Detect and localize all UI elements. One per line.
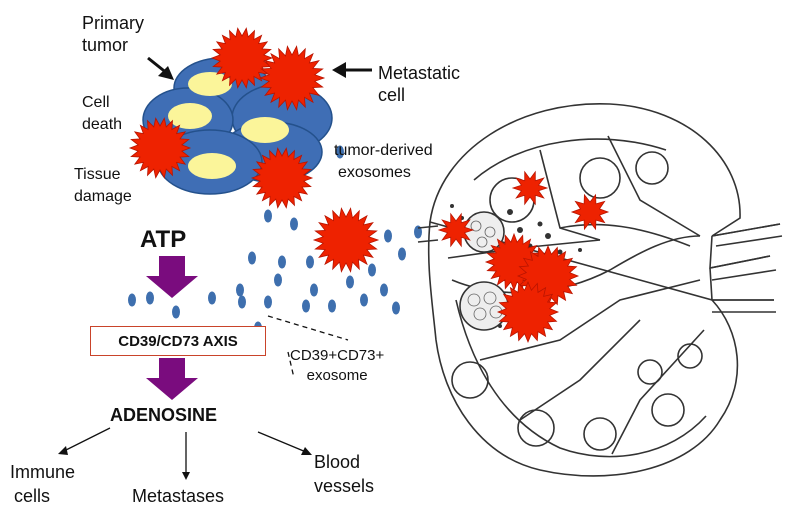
exosome-dot	[392, 301, 400, 315]
primary-tumor-label: Primary tumor	[82, 13, 144, 55]
adenosine-label: ADENOSINE	[110, 405, 218, 425]
blood-vessels-label: Blood vessels	[314, 452, 375, 496]
exosome-dot	[306, 255, 314, 269]
exosome-dot	[346, 275, 354, 289]
tumor-cell-burst	[128, 117, 192, 179]
cell-nucleus	[241, 117, 289, 143]
tissue-damage-label: Tissue damage	[74, 166, 132, 205]
cell-nucleus	[188, 72, 232, 96]
exosome-dot	[208, 291, 216, 305]
cell-nucleus	[168, 103, 212, 129]
lymph-node	[417, 103, 783, 477]
exosome-dot	[336, 145, 344, 159]
node-metastatic-cell-burst	[496, 280, 560, 344]
exosome-dot	[302, 299, 310, 313]
exosome-pointer	[267, 315, 349, 379]
exosome-dot	[360, 293, 368, 307]
axis-to-adenosine-arrow	[146, 358, 198, 400]
exosome-dot	[236, 283, 244, 297]
exosome-dot	[274, 273, 282, 287]
metastatic-cell-label: Metastatic cell	[378, 63, 461, 105]
exosome-dot	[290, 217, 298, 231]
tumor-cell-burst	[210, 27, 274, 89]
metastatic-cell-arrowhead	[332, 62, 346, 78]
metastatic-cell-burst	[258, 45, 326, 111]
metastases-label: Metastases	[132, 486, 225, 506]
pointer-arrows	[147, 56, 372, 80]
exosome-dot	[310, 283, 318, 297]
atp-label: ATP	[140, 226, 187, 253]
exosome-dot	[328, 299, 336, 313]
exosome-dot	[380, 283, 388, 297]
cd39-cd73-axis-box: CD39/CD73 AXIS	[90, 326, 266, 356]
tumor-derived-exosomes-label: tumor-derived exosomes	[334, 142, 433, 181]
exosome-dot	[278, 255, 286, 269]
exosome-dot	[264, 295, 272, 309]
tumor-cells	[128, 27, 610, 344]
exosome-dots	[128, 145, 422, 335]
node-metastatic-cell-burst	[511, 170, 549, 206]
cell-death-label: Cell death	[82, 94, 123, 133]
exosome-dot	[238, 295, 246, 309]
flow-arrows	[146, 256, 198, 400]
adenosine-effect-arrows	[58, 427, 312, 480]
node-metastatic-cell-burst	[437, 212, 475, 248]
cell-nucleus	[188, 153, 236, 179]
migrating-tumor-cell-burst	[312, 207, 380, 273]
tumor-cell-burst	[250, 147, 314, 209]
primary-tumor-arrowhead	[158, 66, 174, 80]
exosome-dot	[414, 225, 422, 239]
exosome-dot	[264, 209, 272, 223]
exosome-dot	[146, 291, 154, 305]
exosome-dot	[128, 293, 136, 307]
exosome-dot	[368, 263, 376, 277]
immune-cells-label: Immune cells	[10, 462, 76, 506]
cd39-cd73-exosome-label: CD39+CD73+ exosome	[290, 347, 385, 384]
exosome-dot	[172, 305, 180, 319]
node-metastatic-cell-burst	[570, 193, 610, 231]
exosome-dot	[384, 229, 392, 243]
exosome-dot	[398, 247, 406, 261]
atp-to-axis-arrow	[146, 256, 198, 298]
exosome-dot	[248, 251, 256, 265]
